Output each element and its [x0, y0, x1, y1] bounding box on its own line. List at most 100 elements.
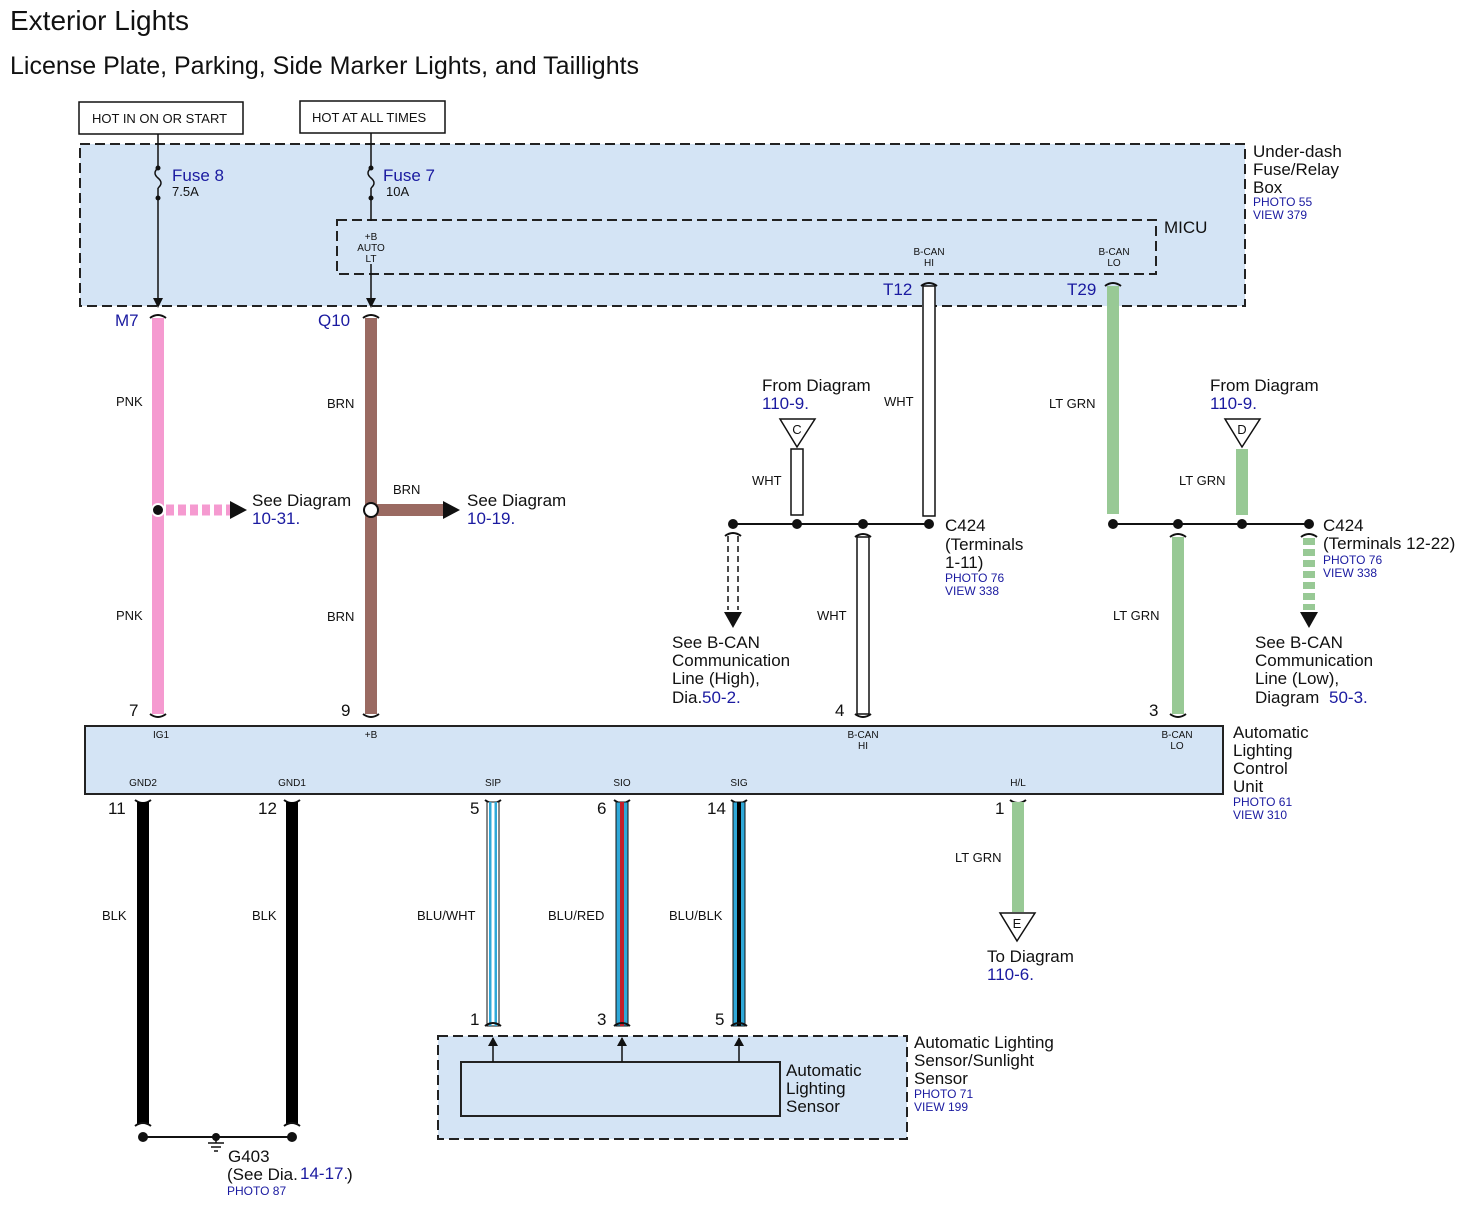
ltgrn-wire-d	[1236, 449, 1248, 515]
sensor-inner-box	[460, 1061, 781, 1117]
sensor-outer-name-1: Automatic Lighting	[914, 1033, 1054, 1052]
bcan-high-dia-label: Dia.	[672, 688, 702, 707]
alcu-pin-1: 1	[995, 799, 1004, 818]
alcu-pin-14: 14	[707, 799, 726, 818]
sensor-pin-3: 3	[597, 1010, 606, 1029]
micu-pin-bcan-lo-1: B-CAN	[1098, 247, 1129, 258]
alcu-pin-gnd2: GND2	[129, 778, 157, 789]
c424-b-photo[interactable]: PHOTO 76	[1323, 553, 1382, 567]
connector-e-label: E	[1013, 916, 1022, 931]
alcu-name-2: Lighting	[1233, 741, 1293, 760]
bcan-low-ref-3: Line (Low),	[1255, 669, 1339, 688]
alcu-pin-bcan-lo-1: B-CAN	[1161, 730, 1192, 741]
alcu-pin-hl: H/L	[1010, 778, 1026, 789]
alcu-pin-b: +B	[365, 730, 378, 741]
sensor-inner-name-1: Automatic	[786, 1061, 862, 1080]
alcu-pin-sio: SIO	[613, 778, 630, 789]
bcan-low-ref-2: Communication	[1255, 651, 1373, 670]
alcu-view[interactable]: VIEW 310	[1233, 808, 1287, 822]
alcu-photo[interactable]: PHOTO 61	[1233, 795, 1292, 809]
c424-a-photo[interactable]: PHOTO 76	[945, 571, 1004, 585]
diagram-50-3-link[interactable]: 50-3.	[1329, 688, 1368, 707]
micu-label: MICU	[1164, 218, 1207, 237]
connector-c-triangle	[778, 418, 817, 449]
micu-pin-bcan-lo-2: LO	[1107, 258, 1121, 269]
diagram-10-31-link[interactable]: 10-31.	[252, 509, 300, 528]
bcan-low-dia-label: Diagram	[1255, 688, 1319, 707]
diagram-110-9-link-d[interactable]: 110-9.	[1210, 394, 1257, 413]
fuse-box-photo[interactable]: PHOTO 55	[1253, 195, 1312, 209]
sensor-outer-name-2: Sensor/Sunlight	[914, 1051, 1034, 1070]
sensor-pin-5: 5	[715, 1010, 724, 1029]
pnk-wire	[149, 314, 247, 718]
c424-b-line-1: (Terminals 12-22)	[1323, 534, 1455, 553]
wht-label-t12: WHT	[884, 394, 914, 409]
alcu-pin-4: 4	[835, 701, 844, 720]
terminal-m7: M7	[115, 311, 139, 330]
hot-on-start-box	[78, 101, 244, 135]
bcan-high-ref-1: See B-CAN	[672, 633, 760, 652]
micu-pin-bcan-hi-2: HI	[924, 258, 934, 269]
sensor-outer-name-3: Sensor	[914, 1069, 968, 1088]
alcu-name-1: Automatic	[1233, 723, 1309, 742]
ltgrn-label-d: LT GRN	[1179, 473, 1225, 488]
pnk-label-2: PNK	[116, 608, 143, 623]
diagram-50-2-link[interactable]: 50-2.	[702, 688, 741, 707]
alcu-pin-sig: SIG	[730, 778, 747, 789]
brn-wire	[362, 314, 460, 718]
wht-wire-t12	[920, 282, 938, 517]
diagram-10-19-link[interactable]: 10-19.	[467, 509, 515, 528]
from-diagram-d-label: From Diagram	[1210, 376, 1319, 395]
alcu-pin-6: 6	[597, 799, 606, 818]
alcu-pin-bcan-hi-1: B-CAN	[847, 730, 878, 741]
sensor-view[interactable]: VIEW 199	[914, 1100, 968, 1114]
blu-red-label: BLU/RED	[548, 908, 604, 923]
diagram-14-17-link[interactable]: 14-17.	[300, 1164, 348, 1183]
ltgrn-wire-t29	[1104, 282, 1122, 514]
ltgrn-wire-pin3	[1169, 533, 1187, 718]
c424-a-view[interactable]: VIEW 338	[945, 584, 999, 598]
blk-wire-gnd2	[134, 799, 152, 1127]
connector-d-triangle	[1223, 418, 1262, 449]
blu-wht-label: BLU/WHT	[417, 908, 476, 923]
bcan-hi-junction	[724, 519, 934, 628]
fuse-7-rating: 10A	[386, 184, 409, 199]
fuse-box-name-3: Box	[1253, 178, 1283, 197]
ltgrn-label-pin3: LT GRN	[1113, 608, 1159, 623]
brn-label-1: BRN	[327, 396, 354, 411]
connector-c-label: C	[792, 422, 801, 437]
alcu-pin-bcan-lo-2: LO	[1170, 741, 1184, 752]
diagram-110-6-link[interactable]: 110-6.	[987, 965, 1034, 984]
alcu-pin-bcan-hi-2: HI	[858, 741, 868, 752]
sensor-inner-name-2: Lighting	[786, 1079, 846, 1098]
fuse-box-view[interactable]: VIEW 379	[1253, 208, 1307, 222]
ground-name: G403	[228, 1147, 270, 1166]
wht-label-c: WHT	[752, 473, 782, 488]
blu-blk-wire	[730, 799, 748, 1027]
pnk-label-1: PNK	[116, 394, 143, 409]
bcan-low-ref-1: See B-CAN	[1255, 633, 1343, 652]
c424-b-name: C424	[1323, 516, 1364, 535]
c424-b-view[interactable]: VIEW 338	[1323, 566, 1377, 580]
fuse-8-rating: 7.5A	[172, 184, 199, 199]
alcu-pin-gnd1: GND1	[278, 778, 306, 789]
blu-red-wire	[613, 799, 631, 1027]
fuse-7-label: Fuse 7	[383, 166, 435, 185]
diagram-110-9-link-c[interactable]: 110-9.	[762, 394, 809, 413]
ground-close-paren: )	[347, 1165, 353, 1184]
micu-pin-auto: AUTO	[357, 243, 385, 254]
sensor-photo[interactable]: PHOTO 71	[914, 1087, 973, 1101]
alcu-box	[84, 725, 1224, 795]
page-title: Exterior Lights	[10, 5, 189, 36]
micu-pin-b: +B	[365, 232, 378, 243]
alcu-pin-5: 5	[470, 799, 479, 818]
see-diagram-10-31-label: See Diagram	[252, 491, 351, 510]
fuse-8-label: Fuse 8	[172, 166, 224, 185]
ground-photo[interactable]: PHOTO 87	[227, 1184, 286, 1198]
blu-wht-wire	[484, 799, 502, 1027]
wht-wire-c	[790, 448, 804, 516]
alcu-name-3: Control	[1233, 759, 1288, 778]
micu-box	[336, 219, 1157, 275]
fuse-8-symbol	[153, 134, 163, 308]
fuse-relay-box	[79, 143, 1246, 307]
